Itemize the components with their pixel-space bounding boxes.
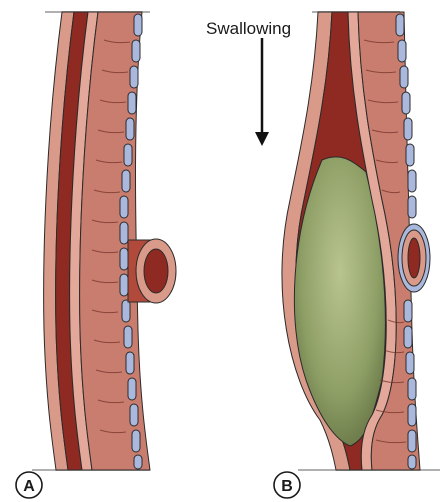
panel-a-label: A (23, 478, 35, 495)
panel-a-side-vessel (127, 238, 177, 304)
swallowing-arrow (255, 38, 269, 146)
panel-b-esophagus (281, 11, 440, 471)
panel-b-label: B (281, 478, 293, 495)
swallowing-label: Swallowing (206, 19, 291, 38)
panel-a-marker: A (15, 471, 43, 499)
panel-a-esophagus (32, 11, 177, 471)
panel-b-side-vessel (397, 223, 431, 293)
panel-b-marker: B (273, 471, 301, 499)
